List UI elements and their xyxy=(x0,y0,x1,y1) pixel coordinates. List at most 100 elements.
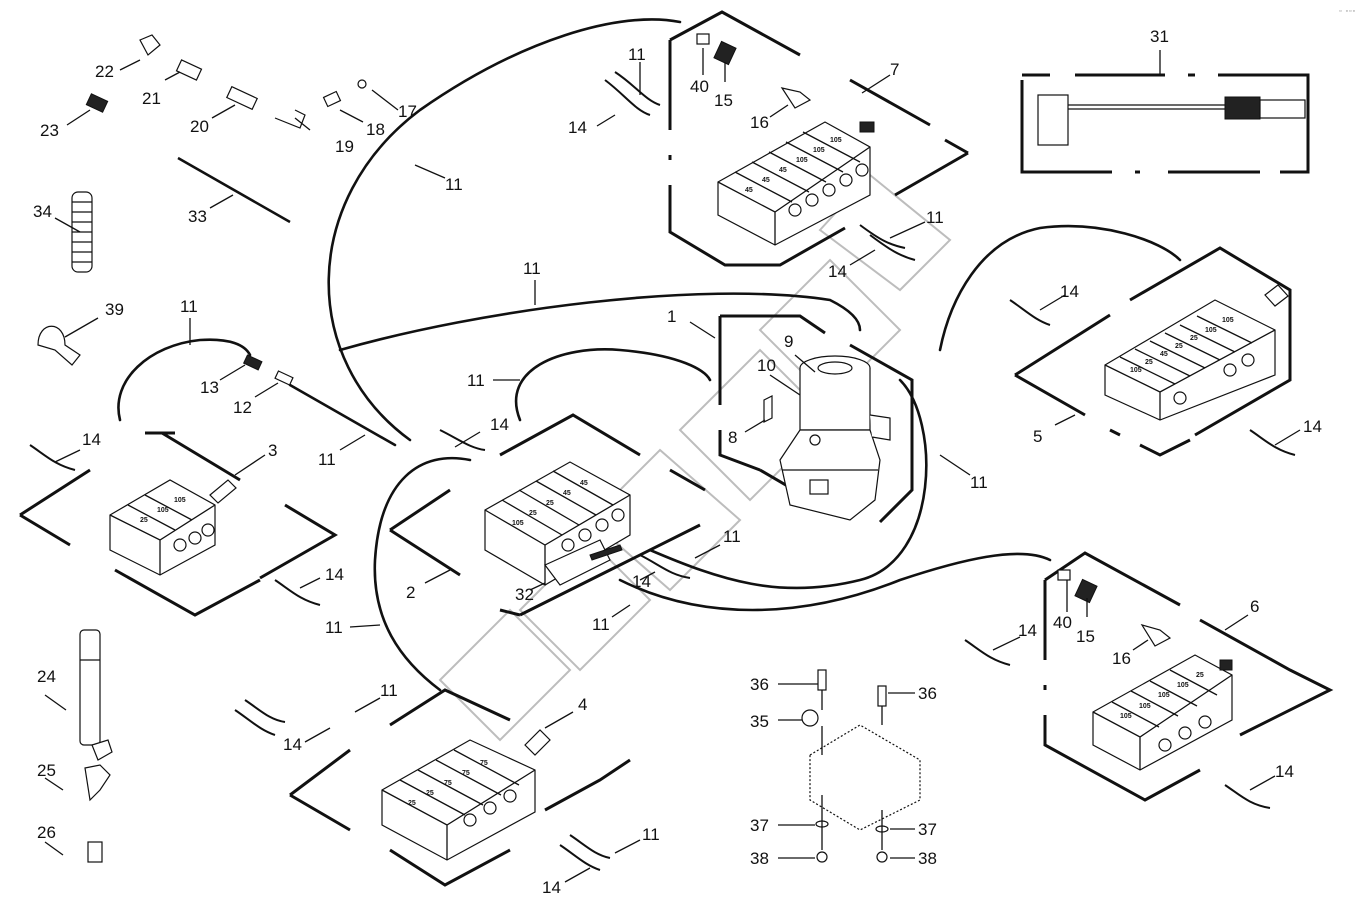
frame-group-6 xyxy=(1043,551,1334,802)
callout-14g: 14 xyxy=(490,415,509,434)
part-16a-coupler[interactable] xyxy=(780,87,812,109)
callout-11m: 11 xyxy=(970,473,988,492)
block4-label-3: 75 xyxy=(462,770,470,777)
block7-label-3: 105 xyxy=(796,157,808,164)
callout-26: 26 xyxy=(37,823,56,842)
callout-31: 31 xyxy=(1150,27,1169,46)
callout-11h: 11 xyxy=(445,175,463,194)
part-25-coupler[interactable] xyxy=(84,764,111,802)
callout-14e: 14 xyxy=(568,118,587,137)
part-33-cable-tie[interactable] xyxy=(177,156,291,224)
block5-label-1: 25 xyxy=(1145,359,1153,366)
part-34-spiral-guard[interactable] xyxy=(71,191,93,273)
part-36-bolts[interactable] xyxy=(817,669,887,707)
callout-11e: 11 xyxy=(642,825,660,844)
distributor-block-7[interactable]: 45 45 45 105 105 105 xyxy=(717,121,875,246)
callout-14l: 14 xyxy=(1275,762,1294,781)
hose-mid-loop xyxy=(514,348,712,422)
grease-pump[interactable] xyxy=(763,355,891,521)
callout-11i: 11 xyxy=(523,259,541,278)
block3-label-1: 105 xyxy=(157,507,169,514)
callout-22: 22 xyxy=(95,62,114,81)
part-16b-coupler[interactable] xyxy=(1140,624,1172,647)
callout-18: 18 xyxy=(366,120,385,139)
callout-24: 24 xyxy=(37,667,56,686)
frame-group-3 xyxy=(19,431,338,617)
part-40a-nipple[interactable] xyxy=(696,33,710,45)
hose-12-line xyxy=(288,383,397,447)
callout-10: 10 xyxy=(757,356,776,375)
callout-35: 35 xyxy=(750,712,769,731)
callout-14h: 14 xyxy=(632,572,651,591)
part-38-nuts[interactable] xyxy=(816,851,888,863)
block5-label-0: 105 xyxy=(1130,367,1142,374)
leader-lines xyxy=(44,48,1301,883)
distributor-block-3[interactable]: 25 105 105 xyxy=(109,479,237,576)
block7-label-4: 105 xyxy=(813,147,825,154)
callout-7: 7 xyxy=(890,60,899,79)
frame-group-5 xyxy=(1014,246,1292,457)
part-12-fitting[interactable] xyxy=(274,370,294,386)
callout-8: 8 xyxy=(728,428,737,447)
block7-label-2: 45 xyxy=(779,167,787,174)
callout-40b: 40 xyxy=(1053,613,1072,632)
callout-38a: 38 xyxy=(750,849,769,868)
part-18-nipple[interactable] xyxy=(322,90,342,108)
block5-label-4: 25 xyxy=(1190,335,1198,342)
callout-1: 1 xyxy=(667,307,676,326)
distributor-block-4[interactable]: 25 25 75 75 75 xyxy=(381,729,551,861)
part-19-elbow[interactable] xyxy=(274,109,306,129)
callout-11a: 11 xyxy=(180,297,198,316)
part-40b-nipple[interactable] xyxy=(1057,569,1071,581)
callout-11j: 11 xyxy=(467,371,485,390)
callout-12: 12 xyxy=(233,398,252,417)
frame-group-4 xyxy=(289,688,631,887)
part-32-mounting-bracket-ghost[interactable] xyxy=(809,724,921,831)
block3-label-0: 25 xyxy=(140,517,148,524)
part-31-cable[interactable] xyxy=(1037,94,1306,146)
block3-label-2: 105 xyxy=(174,497,186,504)
distributor-block-6[interactable]: 105 105 105 105 25 xyxy=(1092,654,1233,771)
part-15a-coupler[interactable] xyxy=(713,40,737,66)
part-24-grease-gun[interactable] xyxy=(79,629,113,761)
block5-label-6: 105 xyxy=(1222,317,1234,324)
part-13-plug[interactable] xyxy=(242,354,263,371)
callout-5: 5 xyxy=(1033,427,1042,446)
block4-label-2: 75 xyxy=(444,780,452,787)
part-15b-coupler[interactable] xyxy=(1074,578,1098,604)
part-23-plug[interactable] xyxy=(85,93,109,113)
frame-group-7 xyxy=(668,10,969,267)
callout-9: 9 xyxy=(784,332,793,351)
hose-bottom-right xyxy=(618,552,1052,612)
part-39-pipe-clamp[interactable] xyxy=(37,325,81,366)
block7-label-0: 45 xyxy=(745,187,753,194)
part-21-fitting[interactable] xyxy=(175,59,203,81)
block7-label-1: 45 xyxy=(762,177,770,184)
callout-labels: 22 21 20 19 18 17 23 33 34 39 11 13 12 1… xyxy=(33,27,1322,897)
callout-17: 17 xyxy=(398,102,417,121)
block6-label-4: 25 xyxy=(1196,672,1204,679)
callout-20: 20 xyxy=(190,117,209,136)
hoses xyxy=(117,18,1182,692)
callout-14f: 14 xyxy=(828,262,847,281)
hose-right-big xyxy=(938,224,1182,352)
block5-label-3: 25 xyxy=(1175,343,1183,350)
part-22-clip[interactable] xyxy=(139,34,161,56)
part-26-nipple[interactable] xyxy=(87,841,103,863)
distributor-block-2[interactable]: 105 25 25 45 45 xyxy=(484,461,631,586)
callout-19: 19 xyxy=(335,137,354,156)
callout-11k: 11 xyxy=(723,527,741,546)
callout-14j: 14 xyxy=(1303,417,1322,436)
block2-label-3: 45 xyxy=(563,490,571,497)
callout-39: 39 xyxy=(105,300,124,319)
block6-label-2: 105 xyxy=(1158,692,1170,699)
block2-label-1: 25 xyxy=(529,510,537,517)
part-17-ring[interactable] xyxy=(357,79,367,89)
callout-14k: 14 xyxy=(1018,621,1037,640)
distributor-block-5[interactable]: 105 25 45 25 25 105 105 xyxy=(1104,284,1289,421)
callout-2: 2 xyxy=(406,583,415,602)
part-20-union[interactable] xyxy=(225,85,259,111)
part-35-clamp[interactable] xyxy=(801,709,819,727)
hose-pump-right xyxy=(648,378,928,590)
callout-32: 32 xyxy=(515,585,534,604)
